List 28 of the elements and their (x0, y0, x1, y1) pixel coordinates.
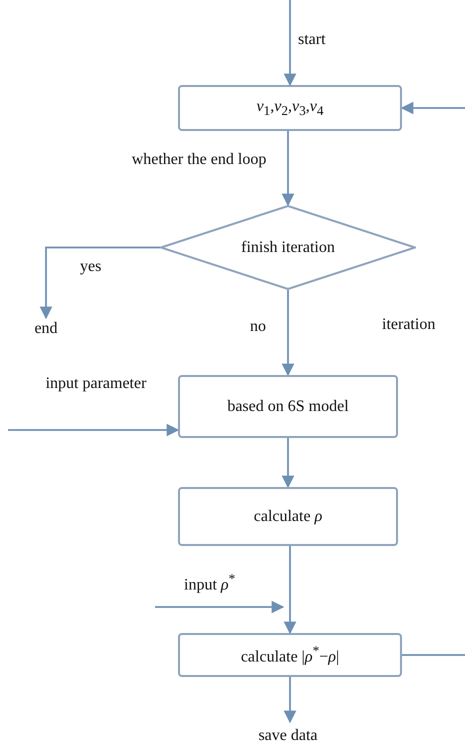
node-text: save data (258, 726, 318, 746)
arrow (284, 677, 296, 724)
edge-label: input parameter (44, 374, 148, 394)
node-text: end (34, 319, 58, 339)
arrow (282, 131, 294, 206)
node-text: calculate ρ (254, 506, 322, 526)
arrow (40, 246, 160, 320)
arrow (8, 424, 180, 436)
arrow (284, 0, 296, 86)
process-box (178, 487, 398, 546)
arrow (155, 600, 284, 614)
node-text: finish iteration (241, 238, 335, 258)
annotation-label: iteration (382, 315, 436, 335)
arrow (400, 102, 465, 114)
edge-label: input ρ$^{*}$ (184, 571, 236, 596)
arrow (282, 290, 294, 376)
arrow (284, 546, 296, 634)
process-box (178, 633, 402, 677)
arrow (282, 438, 294, 488)
node-text: v$_{1}$,v$_{2}$,v$_{3}$,v$_{4}$ (256, 96, 324, 120)
node-text: based on 6S model (227, 396, 349, 416)
edge-label: yes (80, 257, 102, 277)
edge-label: whether the end loop (130, 150, 268, 170)
process-box (178, 375, 398, 438)
process-box (178, 85, 402, 131)
edge-label: no (250, 317, 266, 337)
node-text: calculate |ρ$^{*}$−ρ| (240, 643, 340, 667)
edge-label: start (298, 30, 326, 50)
